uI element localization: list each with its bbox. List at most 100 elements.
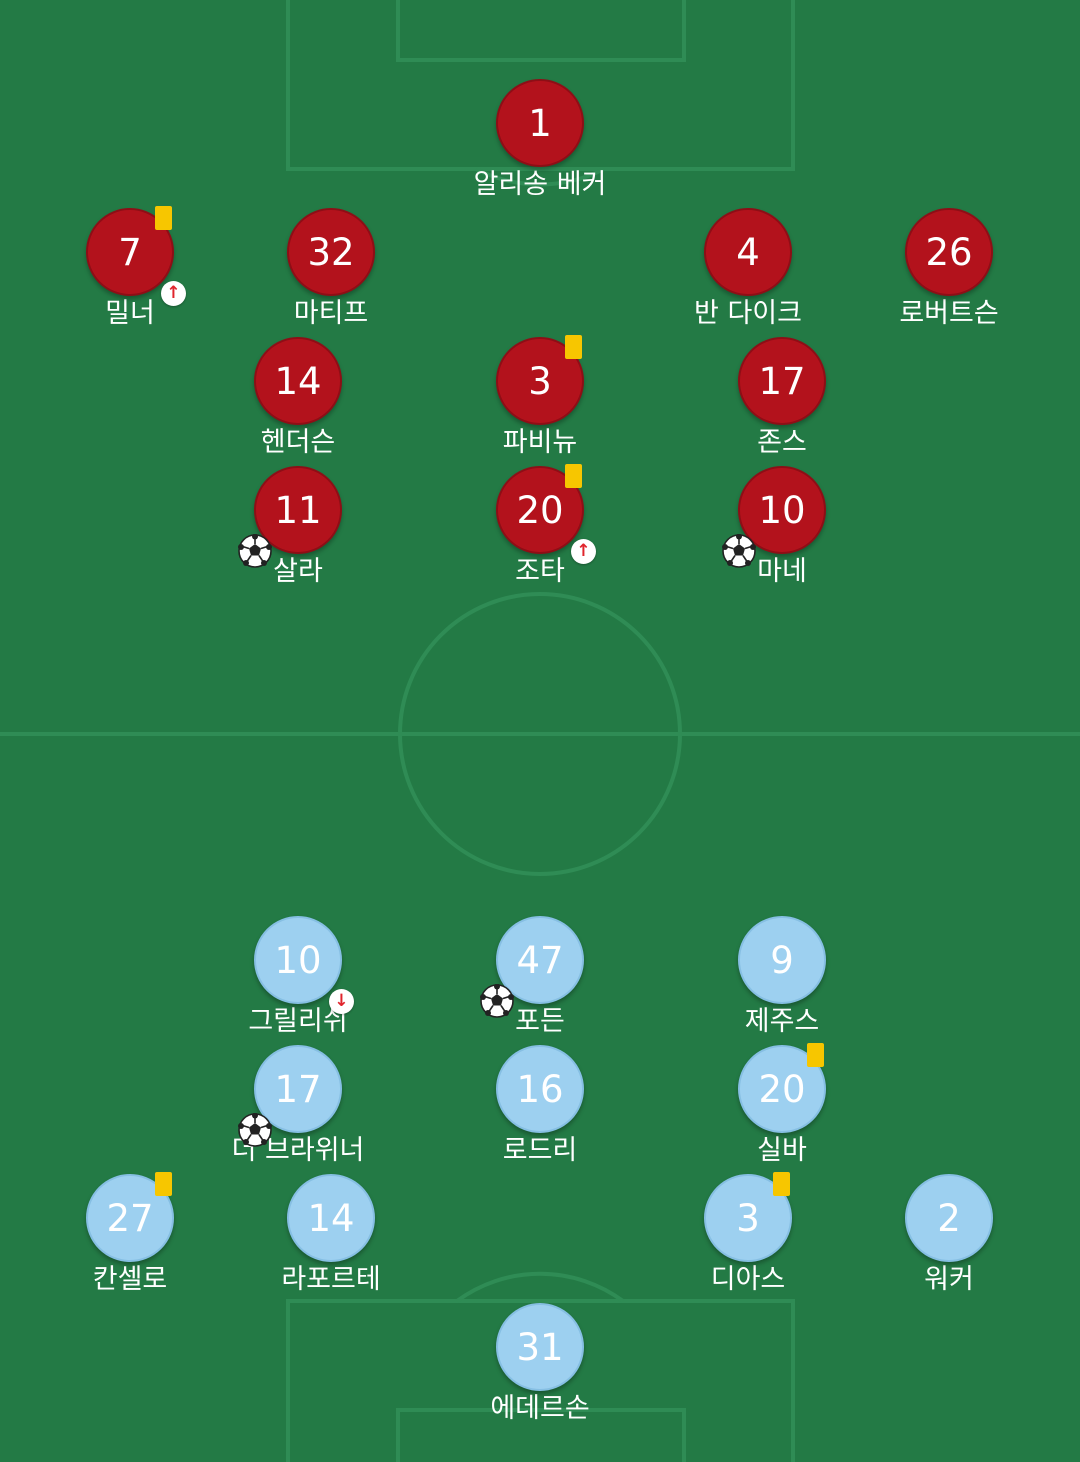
player-number: 17	[758, 359, 806, 403]
away-player[interactable]: 17 더 브라위너	[198, 1045, 398, 1169]
soccer-ball-icon	[238, 1113, 272, 1147]
player-number-badge: 10 ↓	[254, 916, 354, 1014]
player-number: 27	[106, 1196, 154, 1240]
player-number-badge: 14	[287, 1174, 375, 1262]
home-player[interactable]: 7 ↑ 밀너	[30, 206, 230, 332]
bottom-penalty-box	[286, 1299, 795, 1462]
player-number: 11	[274, 488, 322, 532]
away-player[interactable]: 9 제주스	[682, 916, 882, 1040]
top-penalty-box	[286, 0, 795, 171]
player-number-badge: 4	[704, 208, 792, 296]
player-number: 14	[307, 1196, 355, 1240]
home-player[interactable]: 4 반 다이크	[648, 208, 848, 332]
soccer-ball-icon	[238, 534, 272, 568]
player-number-badge: 14	[254, 337, 342, 425]
home-player[interactable]: 1 알리송 베커	[440, 79, 640, 203]
soccer-ball-icon	[480, 984, 514, 1018]
player-name: 알리송 베커	[473, 169, 607, 200]
player-name: 마네	[757, 556, 807, 587]
away-player[interactable]: 14 라포르테	[231, 1174, 431, 1298]
player-name: 디아스	[710, 1264, 786, 1295]
arrow-up-icon: ↑	[161, 281, 186, 306]
player-number-badge: 20 ↑	[496, 464, 596, 564]
player-number-badge: 11	[238, 466, 342, 568]
player-number-badge: 3	[496, 335, 584, 425]
player-name: 칸셀로	[92, 1264, 168, 1295]
bottom-goal-box	[396, 1408, 686, 1462]
player-number-badge: 17	[238, 1045, 342, 1147]
player-number: 2	[937, 1196, 961, 1240]
home-player[interactable]: 32 마티프	[231, 208, 431, 332]
home-player[interactable]: 3 파비뉴	[440, 335, 640, 461]
player-number-badge: 16	[496, 1045, 584, 1133]
player-name: 실바	[757, 1135, 807, 1166]
away-player[interactable]: 10 ↓ 그릴리쉬	[198, 916, 398, 1040]
player-number: 26	[925, 230, 973, 274]
player-number: 47	[516, 938, 564, 982]
player-number: 20	[516, 488, 564, 532]
away-player[interactable]: 20 실바	[682, 1043, 882, 1169]
yellow-card-icon	[807, 1043, 824, 1067]
player-name: 반 다이크	[694, 298, 802, 329]
top-goal-box	[396, 0, 686, 62]
home-player[interactable]: 10 마네	[682, 466, 882, 590]
home-player[interactable]: 17 존스	[682, 337, 882, 461]
away-player[interactable]: 27 칸셀로	[30, 1172, 230, 1298]
yellow-card-icon	[565, 335, 582, 359]
player-number-badge: 26	[905, 208, 993, 296]
player-name: 포든	[515, 1006, 565, 1037]
player-number-badge: 1	[496, 79, 584, 167]
player-number: 3	[736, 1196, 760, 1240]
top-penalty-arc	[475, 167, 605, 187]
player-name: 마티프	[293, 298, 369, 329]
player-number-badge: 31	[496, 1303, 584, 1391]
away-player[interactable]: 47 포든	[440, 916, 640, 1040]
player-number: 14	[274, 359, 322, 403]
yellow-card-icon	[155, 206, 172, 230]
player-number-badge: 10	[722, 466, 826, 568]
player-name: 로버트슨	[899, 298, 999, 329]
player-name: 존스	[757, 427, 807, 458]
home-player[interactable]: 14 헨더슨	[198, 337, 398, 461]
player-number: 17	[274, 1067, 322, 1111]
player-number-badge: 32	[287, 208, 375, 296]
player-name: 밀너	[105, 298, 155, 329]
player-number: 31	[516, 1325, 564, 1369]
center-circle	[398, 592, 682, 876]
player-number-badge: 27	[86, 1172, 174, 1262]
yellow-card-icon	[155, 1172, 172, 1196]
away-player[interactable]: 31 에데르손	[440, 1303, 640, 1427]
player-number: 4	[736, 230, 760, 274]
away-player[interactable]: 2 워커	[849, 1174, 1049, 1298]
player-number-badge: 17	[738, 337, 826, 425]
player-number-badge: 20	[738, 1043, 826, 1133]
player-number-badge: 7 ↑	[86, 206, 186, 306]
player-name: 파비뉴	[502, 427, 578, 458]
player-number: 10	[758, 488, 806, 532]
player-number: 16	[516, 1067, 564, 1111]
player-name: 워커	[924, 1264, 974, 1295]
player-number-badge: 9	[738, 916, 826, 1004]
player-name: 제주스	[744, 1006, 820, 1037]
bottom-penalty-arc	[455, 1271, 625, 1303]
yellow-card-icon	[565, 464, 582, 488]
player-number-badge: 3	[704, 1172, 792, 1262]
player-name: 헨더슨	[260, 427, 336, 458]
player-number-badge: 2	[905, 1174, 993, 1262]
player-name: 라포르테	[281, 1264, 381, 1295]
away-player[interactable]: 3 디아스	[648, 1172, 848, 1298]
player-number: 3	[528, 359, 552, 403]
player-number-badge: 47	[480, 916, 584, 1018]
away-player[interactable]: 16 로드리	[440, 1045, 640, 1169]
player-name: 에데르손	[490, 1393, 590, 1424]
player-name: 조타	[515, 556, 565, 587]
home-player[interactable]: 20 ↑ 조타	[440, 464, 640, 590]
player-name: 그릴리쉬	[248, 1006, 348, 1037]
home-player[interactable]: 11 살라	[198, 466, 398, 590]
arrow-up-icon: ↑	[571, 539, 596, 564]
player-number: 9	[770, 938, 794, 982]
player-number: 10	[274, 938, 322, 982]
home-player[interactable]: 26 로버트슨	[849, 208, 1049, 332]
